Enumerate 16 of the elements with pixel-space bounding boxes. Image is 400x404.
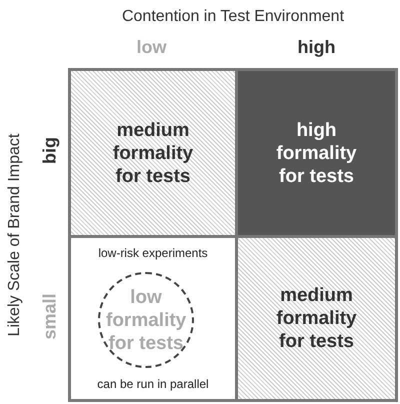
axis-category-label: big <box>40 136 60 166</box>
cell-text: high formality for tests <box>275 118 358 188</box>
matrix-cell <box>235 68 398 238</box>
matrix-cell <box>68 235 238 402</box>
cell-text: medium formality for tests <box>275 284 358 353</box>
axis-category-label: low <box>136 37 168 58</box>
axis-category-label: high <box>296 37 336 58</box>
cell-text: low formality for tests <box>106 286 186 354</box>
matrix-cell <box>235 235 398 402</box>
cell-text: medium formality for tests <box>112 118 194 188</box>
axis-title: Contention in Test Environment <box>120 8 346 26</box>
cell-note: low-risk experiments <box>97 246 209 260</box>
cell-note: can be run in parallel <box>96 377 210 391</box>
axis-title: Likely Scale of Brand Impact <box>6 132 24 338</box>
axis-category-label: small <box>40 292 60 342</box>
matrix-cell <box>68 68 238 238</box>
